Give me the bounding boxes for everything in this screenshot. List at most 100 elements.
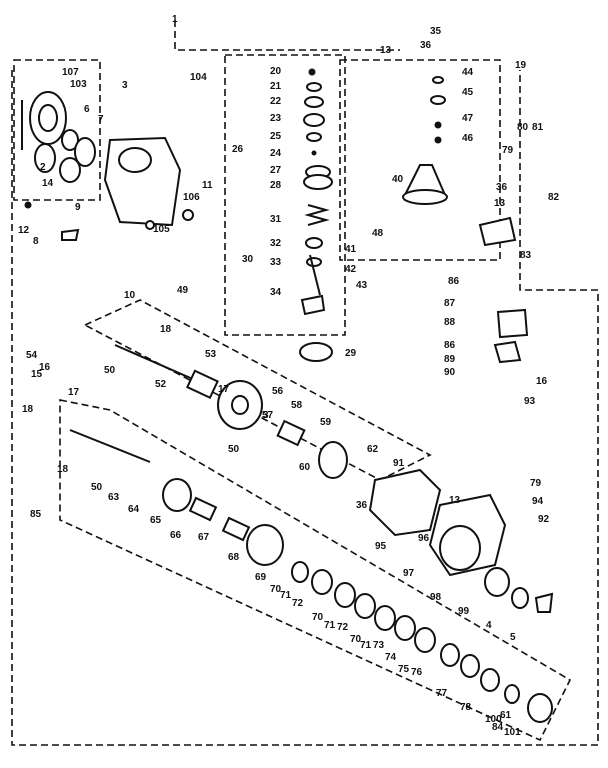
washer-6 bbox=[61, 129, 79, 151]
part-number-label: 103 bbox=[70, 79, 87, 90]
gear-97 bbox=[484, 567, 510, 597]
part-number-label: 71 bbox=[324, 620, 336, 631]
part-number-label: 105 bbox=[153, 224, 170, 235]
part-number-label: 69 bbox=[255, 572, 267, 583]
disk-70b bbox=[354, 593, 376, 619]
part-number-label: 29 bbox=[345, 348, 357, 359]
part-number-label: 87 bbox=[444, 298, 456, 309]
part-number-label: 8 bbox=[33, 236, 39, 247]
valve-28 bbox=[303, 174, 333, 190]
washer-21 bbox=[306, 82, 322, 92]
oring-29 bbox=[299, 342, 333, 362]
part-number-label: 9 bbox=[75, 202, 81, 213]
disk-70a bbox=[311, 569, 333, 595]
gear-63 bbox=[162, 478, 192, 512]
pulley-inner bbox=[38, 104, 58, 132]
disk-74 bbox=[414, 627, 436, 653]
part-number-label: 43 bbox=[356, 280, 368, 291]
washer-45 bbox=[430, 95, 446, 105]
part-number-label: 76 bbox=[411, 667, 423, 678]
gasket-94 bbox=[368, 468, 442, 537]
part-number-label: 64 bbox=[128, 504, 140, 515]
part-number-label: 75 bbox=[398, 664, 410, 675]
part-number-label: 86 bbox=[444, 340, 456, 351]
part-number-label: 16 bbox=[39, 362, 51, 373]
part-number-label: 13 bbox=[380, 45, 392, 56]
gear-56-hub bbox=[231, 395, 249, 415]
screw-12 bbox=[24, 201, 32, 209]
valve-stack bbox=[299, 68, 333, 362]
part-number-label: 70 bbox=[312, 612, 324, 623]
pin-24 bbox=[311, 150, 317, 156]
part-number-label: 5 bbox=[510, 632, 516, 643]
part-number-label: 93 bbox=[524, 396, 536, 407]
part-number-label: 34 bbox=[270, 287, 282, 298]
part-number-label: 18 bbox=[22, 404, 34, 415]
group-outlines bbox=[11, 20, 599, 746]
part-number-label: 41 bbox=[345, 244, 357, 255]
shaft-62 bbox=[69, 429, 151, 463]
disk-72a bbox=[334, 582, 356, 608]
part-number-label: 71 bbox=[280, 590, 292, 601]
part-number-label: 53 bbox=[205, 349, 217, 360]
part-number-label: 86 bbox=[448, 276, 460, 287]
part-number-label: 17 bbox=[218, 384, 230, 395]
part-number-label: 97 bbox=[403, 568, 415, 579]
part-number-label: 2 bbox=[40, 162, 46, 173]
gear-60 bbox=[318, 441, 348, 479]
part-number-label: 88 bbox=[444, 317, 456, 328]
part-number-label: 14 bbox=[42, 178, 54, 189]
part-number-label: 96 bbox=[418, 533, 430, 544]
part-number-label: 17 bbox=[68, 387, 80, 398]
part-number-label: 52 bbox=[155, 379, 167, 390]
part-number-label: 79 bbox=[530, 478, 542, 489]
drive-group-outline bbox=[339, 59, 501, 261]
disk-75 bbox=[440, 643, 460, 667]
part-number-label: 100 bbox=[485, 714, 502, 725]
part-number-label: 82 bbox=[548, 192, 560, 203]
shaft-52 bbox=[114, 344, 196, 381]
part-number-label: 50 bbox=[228, 444, 240, 455]
part-number-label: 27 bbox=[270, 165, 282, 176]
valve-group-outline bbox=[224, 54, 346, 336]
washer-98 bbox=[511, 587, 529, 609]
part-number-label: 89 bbox=[444, 354, 456, 365]
part-number-label: 70 bbox=[350, 634, 362, 645]
clip-87 bbox=[493, 340, 522, 364]
housing-67 bbox=[246, 524, 284, 566]
part-number-label: 13 bbox=[449, 495, 461, 506]
bracket-83 bbox=[478, 216, 517, 247]
part-number-label: 99 bbox=[458, 606, 470, 617]
disk-70c bbox=[394, 615, 416, 641]
sleeve-66 bbox=[221, 516, 251, 542]
bracket-34 bbox=[300, 294, 326, 316]
part-number-label: 95 bbox=[375, 541, 387, 552]
part-number-label: 80 bbox=[517, 122, 529, 133]
part-number-label: 3 bbox=[122, 80, 128, 91]
top-left-group-outline bbox=[13, 59, 101, 201]
part-number-label: 49 bbox=[177, 285, 189, 296]
block-85 bbox=[496, 308, 529, 339]
part-number-label: 104 bbox=[190, 72, 207, 83]
bolt-105 bbox=[145, 220, 155, 230]
drive-parts bbox=[402, 76, 529, 364]
ring-14 bbox=[59, 157, 81, 183]
cap-101 bbox=[527, 693, 553, 723]
part-number-label: 57 bbox=[262, 410, 274, 421]
part-number-label: 42 bbox=[345, 264, 357, 275]
part-number-label: 20 bbox=[270, 66, 282, 77]
spring-54 bbox=[185, 369, 219, 399]
part-number-label: 11 bbox=[202, 180, 213, 191]
part-number-label: 36 bbox=[356, 500, 368, 511]
part-number-label: 46 bbox=[462, 133, 474, 144]
part-number-label: 91 bbox=[393, 458, 405, 469]
spring-65 bbox=[188, 496, 218, 522]
part-number-label: 72 bbox=[292, 598, 304, 609]
part-number-label: 47 bbox=[462, 113, 474, 124]
part-number-label: 36 bbox=[496, 182, 508, 193]
part-number-label: 16 bbox=[536, 376, 548, 387]
ring-100 bbox=[504, 684, 520, 704]
disk-72b bbox=[374, 605, 396, 631]
